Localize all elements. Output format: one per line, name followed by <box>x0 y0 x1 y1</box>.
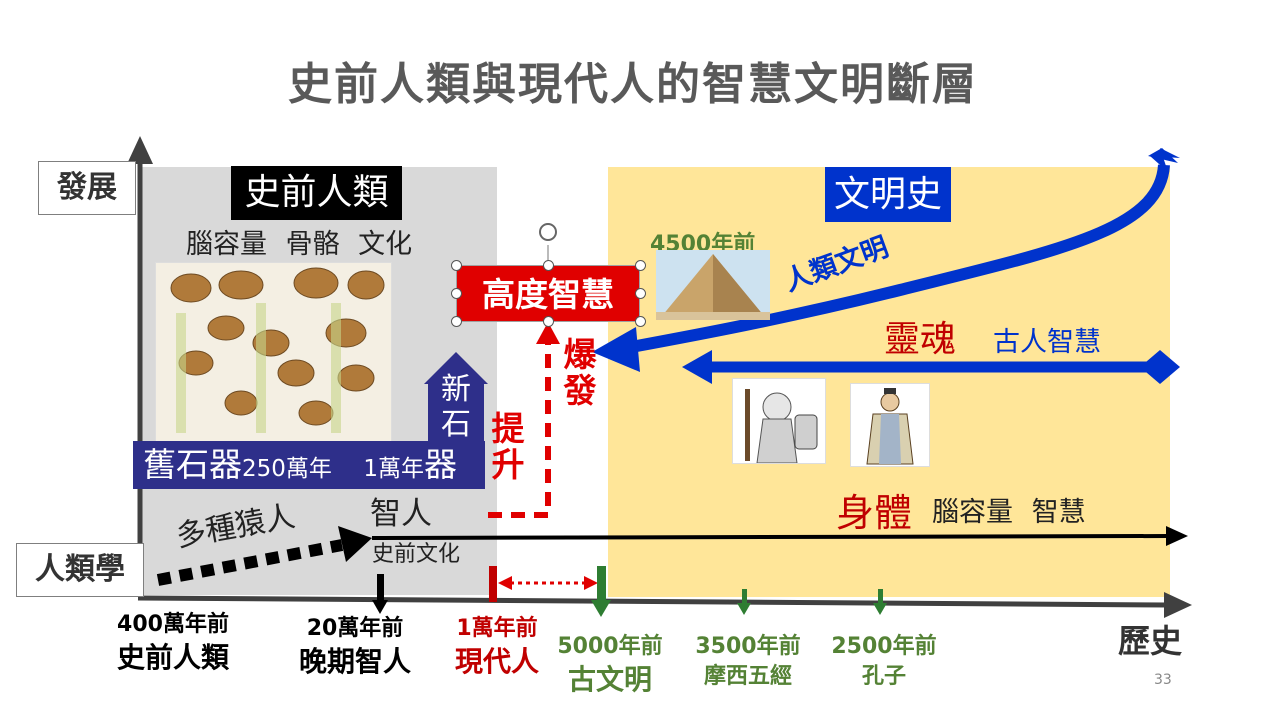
tick-label-line2: 摩西五經 <box>703 664 792 689</box>
prehistoric-subtitle: 腦容量 骨骼 文化 <box>186 229 413 260</box>
body-sub-label: 腦容量 智慧 <box>932 497 1086 528</box>
tick-label-line1: 3500年前 <box>695 634 801 659</box>
tick-label-line2: 史前人類 <box>116 641 229 674</box>
explode-char-2: 發 <box>563 371 597 410</box>
x-axis-arrowhead <box>1164 592 1192 618</box>
slide-title: 史前人類與現代人的智慧文明斷層 <box>288 59 978 110</box>
old-stone-label: 舊石器 <box>143 445 242 484</box>
history-axis-label: 歷史 <box>1118 622 1183 660</box>
old-stone-age-bar: 舊石器250萬年 1萬年器 <box>133 441 485 489</box>
moses-image <box>732 378 826 464</box>
high-wisdom-box[interactable]: 高度智慧 <box>456 265 640 322</box>
apes-dotted-arrow <box>156 539 344 586</box>
y-axis-arrowhead <box>127 136 153 164</box>
prehistoric-culture-label: 史前文化 <box>372 542 461 567</box>
tick-label-line1: 20萬年前 <box>306 616 404 641</box>
resize-handle[interactable] <box>451 288 462 299</box>
tick-label-line2: 現代人 <box>454 645 539 678</box>
new-stone-char-1: 新 <box>441 372 471 407</box>
ancient-wisdom-label: 古人智慧 <box>993 327 1101 358</box>
civilization-curve-arrow <box>613 164 1170 356</box>
explode-char-1: 爆 <box>563 335 597 374</box>
body-label: 身體 <box>836 491 913 535</box>
tick-label-line1: 2500年前 <box>831 634 937 659</box>
tick-2500 <box>878 589 883 605</box>
raise-char-1: 提 <box>491 409 525 448</box>
civilization-label: 文明史 <box>825 167 951 222</box>
resize-handle[interactable] <box>635 260 646 271</box>
new-stone-tail: 器 <box>424 445 458 484</box>
soul-label: 靈魂 <box>884 319 957 360</box>
skull-evolution-image <box>155 262 392 444</box>
tick-label-line1: 400萬年前 <box>117 612 229 637</box>
development-axis-label: 發展 <box>38 161 136 215</box>
old-stone-years: 250萬年 <box>242 456 332 482</box>
homo-sapiens-label: 智人 <box>370 496 432 532</box>
tick-3500 <box>742 589 747 605</box>
prehistoric-label: 史前人類 <box>231 166 402 220</box>
anthropology-label: 人類學 <box>16 543 144 597</box>
tick-label-line2: 古文明 <box>567 663 652 696</box>
resize-handle[interactable] <box>635 316 646 327</box>
pyramid-image <box>656 250 770 320</box>
tick-5000 <box>597 566 606 602</box>
page-number: 33 <box>1154 672 1172 688</box>
tick-10k <box>489 566 497 602</box>
rotate-handle-icon <box>539 223 557 241</box>
new-stone-years: 1萬年 <box>363 456 425 482</box>
tick-label-line2: 孔子 <box>861 664 906 689</box>
resize-handle[interactable] <box>451 316 462 327</box>
tick-label-line1: 1萬年前 <box>456 616 538 641</box>
tick-200k <box>377 574 384 604</box>
confucius-image <box>850 383 930 467</box>
timeline-arrow <box>371 534 1169 540</box>
resize-handle[interactable] <box>543 260 554 271</box>
resize-handle[interactable] <box>635 288 646 299</box>
new-stone-char-2: 石 <box>441 407 471 442</box>
tick-label-line2: 晚期智人 <box>298 645 411 678</box>
resize-handle[interactable] <box>543 316 554 327</box>
raise-char-2: 升 <box>491 445 525 484</box>
x-axis <box>137 595 1169 608</box>
new-stone-arrowhead <box>424 352 488 384</box>
tick-label-line1: 5000年前 <box>557 634 663 659</box>
raise-dashed-arrow <box>488 338 551 518</box>
resize-handle[interactable] <box>451 260 462 271</box>
